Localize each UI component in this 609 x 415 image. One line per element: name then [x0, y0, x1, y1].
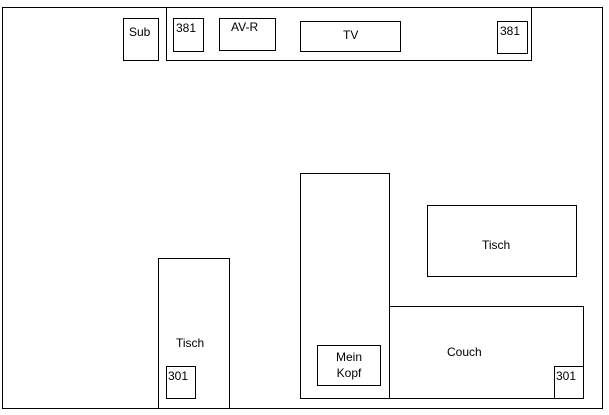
speaker-right: 381 [497, 21, 528, 54]
seat-position: Mein Kopf [317, 345, 381, 386]
speaker-couch-label: 301 [556, 369, 577, 383]
desk-left: Tisch [158, 258, 230, 409]
speaker-left-label: 381 [176, 21, 197, 35]
speaker-couch: 301 [554, 366, 584, 399]
subwoofer: Sub [123, 18, 159, 61]
speaker-desk: 301 [166, 366, 196, 399]
av-receiver: AV-R [219, 18, 276, 51]
couch: Couch [389, 306, 584, 399]
table-right-label: Tisch [482, 238, 511, 252]
av-receiver-label: AV-R [231, 20, 259, 34]
tv-label: TV [343, 28, 359, 42]
speaker-left: 381 [173, 18, 204, 52]
speaker-desk-label: 301 [168, 369, 189, 383]
tv: TV [300, 21, 401, 52]
couch-label: Couch [447, 345, 482, 359]
subwoofer-label: Sub [129, 25, 151, 39]
seat-position-label: Mein Kopf [335, 350, 362, 380]
desk-left-label: Tisch [176, 336, 205, 350]
table-right: Tisch [427, 205, 577, 277]
speaker-right-label: 381 [500, 24, 521, 38]
